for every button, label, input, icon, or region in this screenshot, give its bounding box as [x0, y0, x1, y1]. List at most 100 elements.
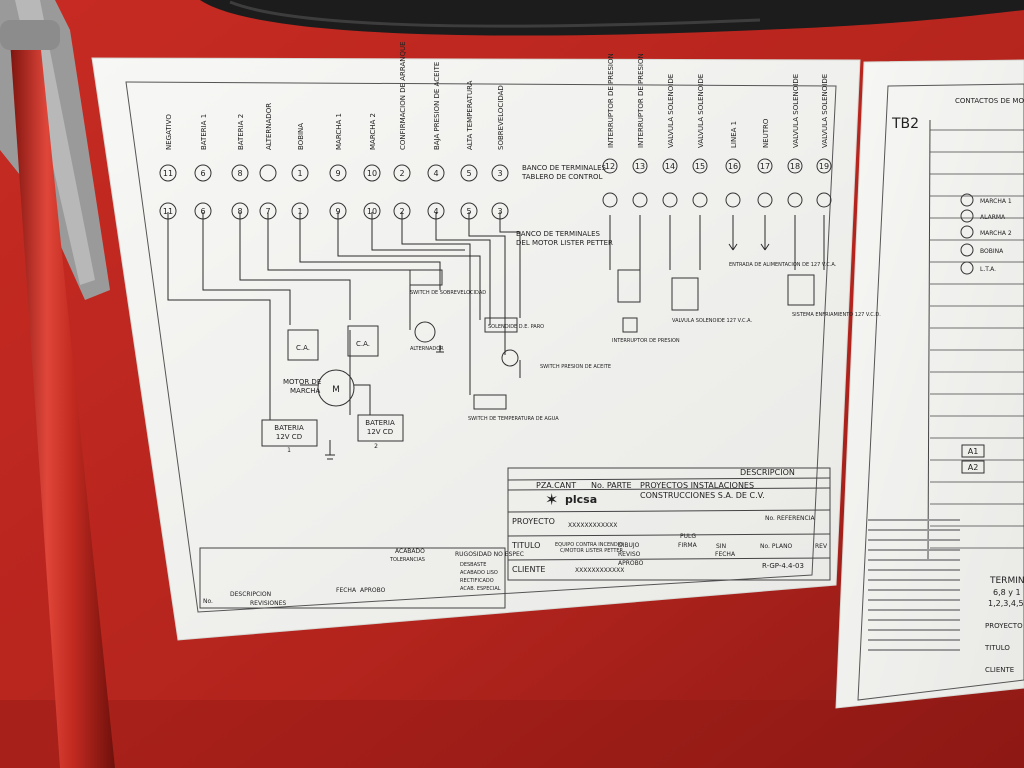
pza-cant: PZA.CANT: [536, 481, 576, 490]
proyecto-value: XXXXXXXXXXXX: [568, 522, 617, 529]
bottom-terminal-number: 10: [367, 207, 377, 216]
top-terminal-number: 1: [297, 169, 302, 178]
bottom-terminal-number: 9: [335, 207, 340, 216]
red-pipe: [10, 40, 115, 768]
cooling-system-label: SISTEMA ENFRIAMIENTO 127 V.C.D.: [792, 312, 881, 318]
cooling-valve: [787, 274, 815, 306]
firma-label: FIRMA: [678, 542, 698, 549]
top-terminal: [460, 164, 478, 182]
bottom-terminal-number: 4: [433, 207, 438, 216]
motor-label: MARCHA 2: [369, 113, 377, 150]
plan-number: R-GP-4.4-03: [762, 562, 804, 570]
motor-label: BOBINA: [297, 123, 305, 150]
hose-highlight: [229, 0, 761, 28]
motor-label: ALTA TEMPERATURA: [466, 80, 474, 150]
relay-symbol: [960, 193, 974, 207]
control-label: VALVULA SOLENOIDE: [667, 74, 675, 148]
wiring: [167, 212, 825, 460]
sin-label: SIN: [716, 543, 726, 550]
termina-label: TERMINA: [989, 576, 1024, 586]
motor-label: BATERIA 1: [200, 114, 208, 150]
ca-box-2: [347, 325, 379, 357]
bank-motor-label: BANCO DE TERMINALES: [516, 230, 601, 238]
motor-label: CONFIRMACION DE ARRANQUE: [399, 41, 407, 150]
top-terminal: [427, 164, 445, 182]
relay-symbol: [960, 243, 974, 257]
control-terminal-lower: [662, 192, 678, 208]
second-schematic-sheet: [835, 59, 1024, 709]
battery-2: [357, 414, 404, 442]
battery-1: [261, 419, 318, 447]
control-terminal-lower: [816, 192, 832, 208]
revisiones-column: REVISIONES: [250, 600, 286, 607]
control-terminal: [692, 158, 708, 174]
control-terminal-number: 18: [790, 162, 800, 171]
black-hose: [200, 0, 1024, 36]
bottom-terminal-number: 2: [399, 207, 404, 216]
motor-label: ALTERNADOR: [265, 103, 273, 150]
control-terminal: [662, 158, 678, 174]
control-terminal: [757, 158, 773, 174]
main-schematic-sheet: [91, 57, 861, 641]
control-terminal-lower: [725, 192, 741, 208]
control-label: VALVULA SOLENOIDE: [792, 74, 800, 148]
relay-label: MARCHA 1: [980, 198, 1012, 205]
no-parte: No. PARTE: [591, 481, 632, 490]
bank-control-label: BANCO DE TERMINALES: [522, 164, 607, 172]
bottom-terminal-number: 1: [297, 207, 302, 216]
control-terminal: [816, 158, 832, 174]
motor-label: BATERIA 2: [237, 114, 245, 150]
control-terminal-lower: [757, 192, 773, 208]
rev-label: REV: [815, 543, 828, 550]
title-line: [507, 533, 831, 537]
alarm-label: A1: [968, 447, 979, 456]
bottom-terminal-number: 3: [497, 207, 502, 216]
motor-symbol: [317, 369, 355, 407]
control-terminal-lower: [787, 192, 803, 208]
relay-symbol: [960, 225, 974, 239]
top-terminal-number: 4: [433, 169, 438, 178]
top-terminal: [159, 164, 177, 182]
acab-especial-label: ACAB. ESPECIAL: [460, 586, 501, 592]
oil-pressure-label: SWITCH PRESION DE ACEITE: [540, 364, 611, 370]
title-line: [507, 509, 831, 513]
acabado-label: ACABADO: [395, 548, 425, 555]
battery-1-label: 12V CD: [276, 433, 302, 441]
bank-motor-label: DEL MOTOR LISTER PETTER: [516, 239, 613, 247]
motor-label: MARCHA 1: [335, 113, 343, 150]
pressure-switch: [617, 269, 641, 303]
top-terminal-number: 10: [367, 169, 377, 178]
motor-label: MARCHA: [290, 387, 320, 395]
battery-1-number: 1: [287, 447, 291, 454]
relay-label: MARCHA 2: [980, 230, 1012, 237]
oil-pressure-switch: [501, 349, 519, 367]
control-terminal: [725, 158, 741, 174]
title-line: [507, 557, 831, 561]
bottom-terminal-number: 11: [163, 207, 173, 216]
descripcion-column: DESCRIPCION: [230, 591, 271, 598]
rectificado-label: RECTIFICADO: [460, 578, 494, 584]
ladder-rail: [927, 119, 931, 561]
top-terminal: [291, 164, 309, 182]
control-terminal: [602, 158, 618, 174]
alternator-label: ALTERNADOR: [410, 346, 444, 352]
title-block-frame: [507, 467, 831, 581]
top-terminal-number: 3: [497, 169, 502, 178]
aprobo-column: APROBO: [360, 587, 386, 594]
top-terminal: [194, 164, 212, 182]
aprobo-label: APROBO: [618, 560, 644, 567]
cliente-value: XXXXXXXXXXXX: [575, 567, 624, 574]
dibujo-label: DIBUJO: [618, 542, 640, 549]
power-input-label: ENTRADA DE ALIMENTACION DE 127 V.C.A.: [729, 262, 837, 268]
water-temp-switch: [473, 394, 507, 410]
rugosidad-label: RUGOSIDAD NO ESPEC: [455, 551, 524, 558]
control-terminal-lower: [692, 192, 708, 208]
no-column: No.: [203, 598, 213, 605]
control-label: VALVULA SOLENOIDE: [821, 74, 829, 148]
stop-solenoid: [484, 317, 518, 333]
logo-text: plcsa: [565, 493, 597, 506]
relay-label: BOBINA: [980, 248, 1004, 255]
